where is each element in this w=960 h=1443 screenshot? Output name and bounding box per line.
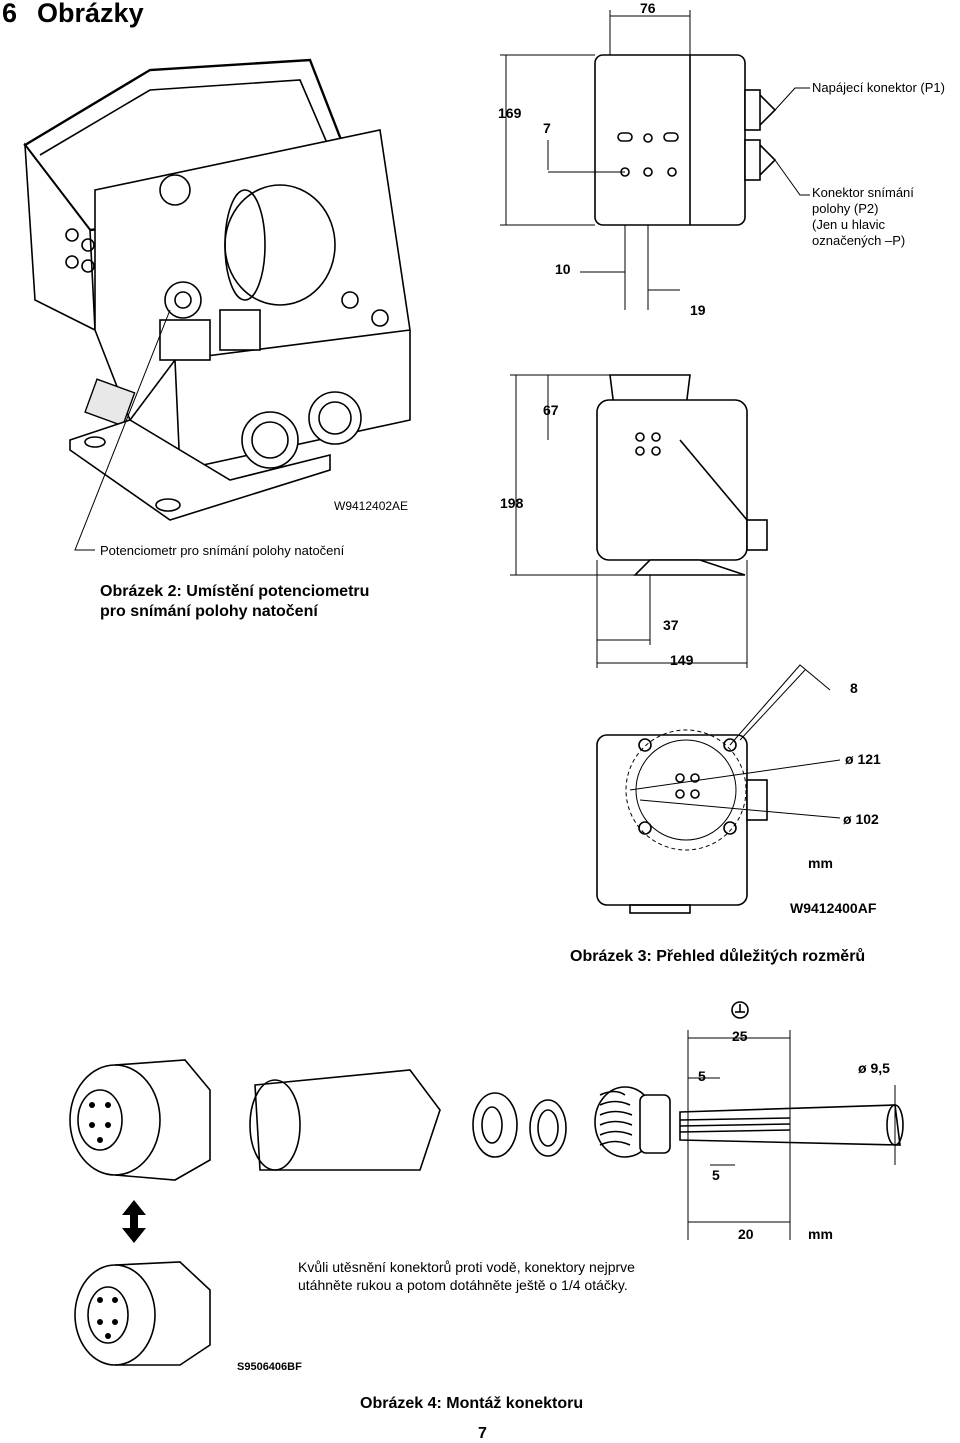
section-title: Obrázky: [37, 0, 144, 28]
connector-note-line2: utáhněte rukou a potom dotáhněte ještě o…: [298, 1277, 628, 1293]
dim-8: 8: [850, 680, 858, 696]
dimension-drawing-side: [510, 374, 768, 668]
dim-67: 67: [543, 402, 559, 418]
dim-76: 76: [640, 0, 656, 16]
figure4-code: S9506406BF: [237, 1361, 302, 1373]
figure2-code: W9412402AE: [334, 499, 409, 513]
position-connector-callout-2: polohy (P2): [812, 201, 879, 216]
dimension-drawing-front: [596, 664, 841, 914]
dim-unit-mm-fig3: mm: [808, 855, 833, 871]
dim-19: 19: [690, 302, 706, 318]
figure2-caption-line2: pro snímání polohy natočení: [100, 603, 318, 620]
dimension-drawing-top: [500, 10, 810, 310]
dim-10: 10: [555, 261, 571, 277]
section-number: 6: [2, 0, 18, 28]
dim-7: 7: [543, 120, 551, 136]
dim-149: 149: [670, 652, 694, 668]
dim-unit-mm-fig4: mm: [808, 1226, 833, 1242]
dim-diameter-9-5: ø 9,5: [858, 1060, 890, 1076]
position-connector-callout-1: Konektor snímání: [812, 185, 914, 200]
position-connector-callout-3: (Jen u hlavic: [812, 217, 885, 232]
dim-5-bottom: 5: [712, 1167, 720, 1183]
figure3-code: W9412400AF: [790, 900, 877, 916]
connector-exploded-drawing: [69, 1001, 904, 1366]
figure3-caption: Obrázek 3: Přehled důležitých rozměrů: [570, 948, 866, 965]
dim-20: 20: [738, 1226, 754, 1242]
page-number: 7: [478, 1425, 487, 1442]
section-heading: 6 Obrázky: [2, 0, 144, 29]
dim-37: 37: [663, 617, 679, 633]
dim-5-top: 5: [698, 1068, 706, 1084]
position-connector-callout-4: označených –P): [812, 233, 906, 248]
connector-note-line1: Kvůli utěsnění konektorů proti vodě, kon…: [298, 1259, 635, 1275]
dim-169: 169: [498, 105, 522, 121]
power-connector-callout: Napájecí konektor (P1): [812, 80, 945, 95]
dim-25: 25: [732, 1028, 748, 1044]
figure4-caption: Obrázek 4: Montáž konektoru: [360, 1395, 584, 1412]
dim-diameter-102: ø 102: [843, 811, 879, 827]
dim-diameter-121: ø 121: [845, 751, 881, 767]
figure2-caption-line1: Obrázek 2: Umístění potenciometru: [100, 583, 370, 600]
dim-198: 198: [500, 495, 524, 511]
potentiometer-label: Potenciometr pro snímání polohy natočení: [100, 543, 345, 558]
device-isometric-drawing: [23, 58, 411, 551]
